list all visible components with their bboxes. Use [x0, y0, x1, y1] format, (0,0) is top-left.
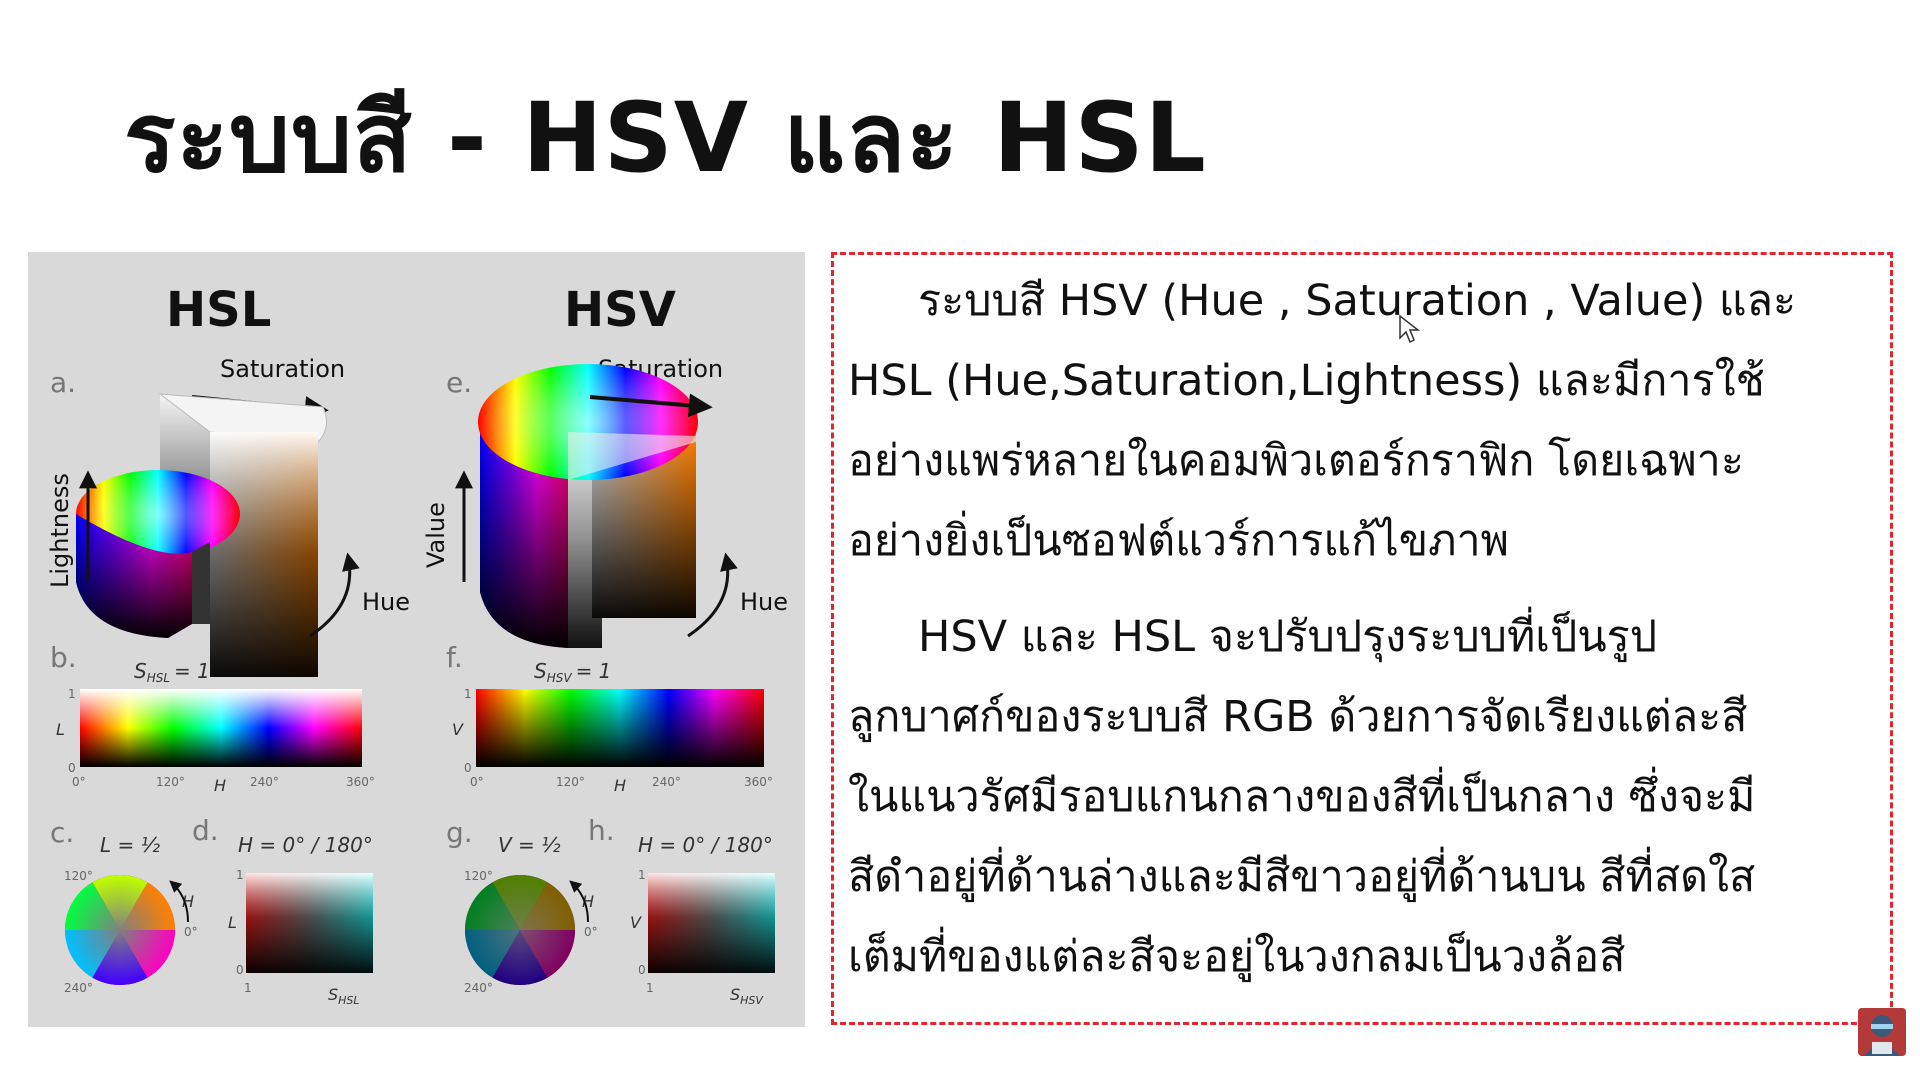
hsl-h-tick: 120°	[156, 775, 185, 789]
hsv-wheel-arrow	[569, 880, 589, 923]
hsv-hue-label: Hue	[740, 588, 788, 616]
hsl-double-cone-solid	[76, 393, 328, 677]
hsv-square-tick: 1	[638, 868, 646, 882]
hsl-tick-0: 0	[68, 761, 76, 775]
hsl-square-tick: 1	[244, 981, 252, 995]
hsv-square-axis: V	[630, 913, 642, 932]
hsl-axis-letter: L	[56, 720, 65, 739]
hsl-hsv-figure: HSL a. Saturation Lightness Hue b. SHSL=…	[28, 252, 805, 1027]
hsv-cylinder-solid	[478, 364, 698, 648]
description-box: ระบบสี HSV (Hue , Saturation , Value) แล…	[831, 252, 1893, 1025]
hsl-hue-label: Hue	[362, 588, 410, 616]
hsl-hue-wheel	[65, 875, 175, 985]
hsv-hue-arrow	[687, 552, 738, 638]
text-line: สีดำอยู่ที่ด้านล่างและมีสีขาวอยู่ที่ด้าน…	[848, 852, 1756, 902]
hsl-saturation-label: Saturation	[220, 355, 345, 383]
hsv-hue-wheel	[465, 875, 575, 985]
hsl-wheel-240: 240°	[64, 981, 93, 995]
hsl-wheel-0: 0°	[184, 925, 198, 939]
hsv-h-tick: 0°	[470, 775, 484, 789]
hsl-h-tick: 0°	[72, 775, 86, 789]
hsv-label-f: f.	[446, 641, 463, 674]
hsv-label-e: e.	[446, 366, 472, 399]
hsl-d-eq: H = 0° / 180°	[238, 833, 373, 857]
hsv-h-tick: 120°	[556, 775, 585, 789]
text-line: อย่างแพร่หลายในคอมพิวเตอร์กราฟิก โดยเฉพา…	[848, 436, 1744, 486]
text-line: เต็มที่ของแต่ละสีจะอยู่ในวงกลมเป็นวงล้อส…	[848, 932, 1626, 982]
text-line: ลูกบาศก์ของระบบสี RGB ด้วยการจัดเรียงแต่…	[848, 692, 1748, 742]
hsl-wheel-arrow	[169, 880, 189, 923]
hsv-tick-0: 0	[464, 761, 472, 775]
hsl-h-tick: 360°	[346, 775, 375, 789]
text-line: ในแนวรัศมีรอบแกนกลางของสีที่เป็นกลาง ซึ่…	[848, 772, 1756, 822]
hsv-axis-letter: V	[452, 720, 464, 739]
hsv-g-eq: V = ½	[498, 833, 561, 857]
hsl-lightness-label: Lightness	[46, 473, 74, 588]
hsl-square-tick: 1	[236, 868, 244, 882]
hsv-h-tick: 360°	[744, 775, 773, 789]
hsv-h-tick: 240°	[652, 775, 681, 789]
hsv-wheel-240: 240°	[464, 981, 493, 995]
page-title: ระบบสี - HSV และ HSL	[124, 82, 1207, 194]
paragraph-hsv-hsl-intro: ระบบสี HSV (Hue , Saturation , Value) แล…	[848, 261, 1876, 581]
paragraph-hsv-hsl-geometry: HSV และ HSL จะปรับปรุงระบบที่เป็นรูป ลูก…	[848, 597, 1876, 997]
hsl-hue-arrow	[309, 552, 360, 638]
hsv-saturation-arrow	[589, 393, 713, 418]
hsv-label-h: h.	[588, 814, 615, 847]
hsl-label-b: b.	[50, 641, 77, 674]
hsv-s-eq: SHSV= 1	[534, 659, 611, 685]
hsl-wheel-120: 120°	[64, 869, 93, 883]
hsl-h-tick: 240°	[250, 775, 279, 789]
hsl-square-s: SHSL	[328, 985, 360, 1007]
hsl-wheel-h: H	[182, 892, 194, 911]
hsv-label-g: g.	[446, 816, 473, 849]
hsl-s-eq: SHSL= 1	[134, 659, 210, 685]
hsl-label-c: c.	[50, 816, 74, 849]
channel-avatar-icon	[1858, 1008, 1906, 1056]
text-line: อย่างยิ่งเป็นซอฟต์แวร์การแก้ไขภาพ	[848, 516, 1509, 566]
hsv-h-letter: H	[614, 776, 626, 795]
hsv-wheel-120: 120°	[464, 869, 493, 883]
hsl-h-letter: H	[214, 776, 226, 795]
hsl-square-tick: 0	[236, 963, 244, 977]
hsl-tick-1: 1	[68, 687, 76, 701]
text-line: HSL (Hue,Saturation,Lightness) และมีการใ…	[848, 356, 1765, 406]
hsl-label-d: d.	[192, 814, 219, 847]
hsv-square-tick: 1	[646, 981, 654, 995]
hsv-wheel-h: H	[582, 892, 594, 911]
hsv-wheel-0: 0°	[584, 925, 598, 939]
hsl-heading: HSL	[166, 282, 271, 338]
hsv-tick-1: 1	[464, 687, 472, 701]
text-line: ระบบสี HSV (Hue , Saturation , Value) แล…	[918, 276, 1797, 326]
hsl-c-eq: L = ½	[100, 833, 161, 857]
hsv-h-eq: H = 0° / 180°	[638, 833, 773, 857]
hsv-square-tick: 0	[638, 963, 646, 977]
hsv-heading: HSV	[564, 282, 676, 338]
hsv-square-s: SHSV	[730, 985, 764, 1007]
mouse-cursor-icon	[1399, 314, 1420, 344]
hsv-value-label: Value	[422, 502, 450, 568]
hsl-square-axis: L	[228, 913, 237, 932]
text-line: HSV และ HSL จะปรับปรุงระบบที่เป็นรูป	[918, 612, 1658, 662]
hsl-label-a: a.	[50, 366, 76, 399]
